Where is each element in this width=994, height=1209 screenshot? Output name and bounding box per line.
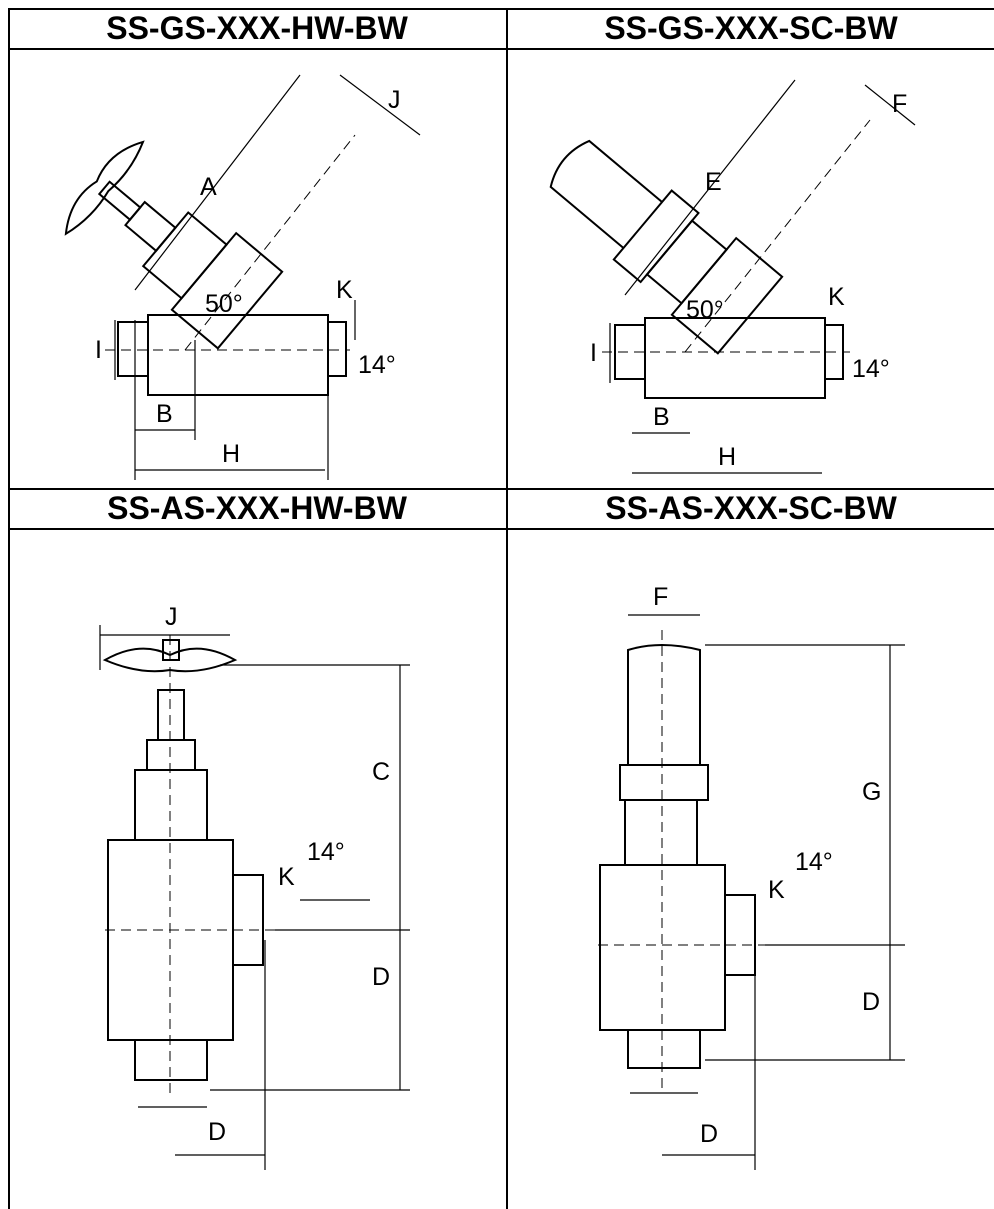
dim-label-d-3a: D — [372, 963, 390, 991]
dim-label-j-3: J — [165, 603, 178, 631]
dim-label-i-2: I — [590, 339, 597, 367]
dim-label-h-2: H — [718, 443, 736, 471]
dim-label-i: I — [95, 336, 102, 364]
angle-14-4: 14° — [795, 848, 833, 876]
dim-label-j: J — [388, 86, 401, 114]
valve-body — [147, 314, 329, 396]
header-divider-top — [8, 48, 994, 50]
dim-label-d-3b: D — [208, 1118, 226, 1146]
angle-14: 14° — [358, 351, 396, 379]
dim-label-g: G — [862, 778, 881, 806]
table-border-top — [8, 8, 994, 10]
header-divider-bottom — [8, 528, 994, 530]
dim-label-a: A — [200, 173, 217, 201]
dim-label-d-4a: D — [862, 988, 880, 1016]
column-divider — [506, 8, 508, 1209]
dim-label-b-2: B — [653, 403, 670, 431]
dim-label-k-4: K — [768, 876, 785, 904]
dim-label-k-3: K — [278, 863, 295, 891]
dim-label-d-4b: D — [700, 1120, 718, 1148]
cell-title-gs-sc: SS-GS-XXX-SC-BW — [604, 10, 898, 46]
angle-14-2: 14° — [852, 355, 890, 383]
angle-50: 50° — [205, 290, 243, 318]
table-border-left — [8, 8, 10, 1209]
valve-body — [644, 317, 826, 399]
angle-14-3: 14° — [307, 838, 345, 866]
dim-label-b: B — [156, 400, 173, 428]
drawing-as-sc: F G D D K 14° — [598, 583, 905, 1170]
drawing-table: SS-GS-XXX-HW-BW SS-GS-XXX-SC-BW SS-AS-XX… — [8, 8, 994, 1209]
row-divider — [8, 488, 994, 490]
cell-title-as-sc: SS-AS-XXX-SC-BW — [605, 490, 897, 526]
drawing-gs-hw: A J B H I K 50° 14° — [64, 74, 421, 480]
dim-label-h: H — [222, 440, 240, 468]
cell-title-gs-hw: SS-GS-XXX-HW-BW — [106, 10, 408, 46]
drawing-gs-sc: E F B H I K 50° 14° — [549, 79, 916, 474]
dim-label-c: C — [372, 758, 390, 786]
dim-label-k: K — [336, 276, 353, 304]
dim-label-e: E — [705, 168, 722, 196]
cell-title-as-hw: SS-AS-XXX-HW-BW — [107, 490, 407, 526]
angle-50-2: 50° — [686, 296, 724, 324]
dim-label-f-4: F — [653, 583, 668, 611]
dim-label-f: F — [892, 90, 907, 118]
drawing-as-hw: J C D D K 14° — [99, 603, 410, 1170]
dim-label-k-2: K — [828, 283, 845, 311]
